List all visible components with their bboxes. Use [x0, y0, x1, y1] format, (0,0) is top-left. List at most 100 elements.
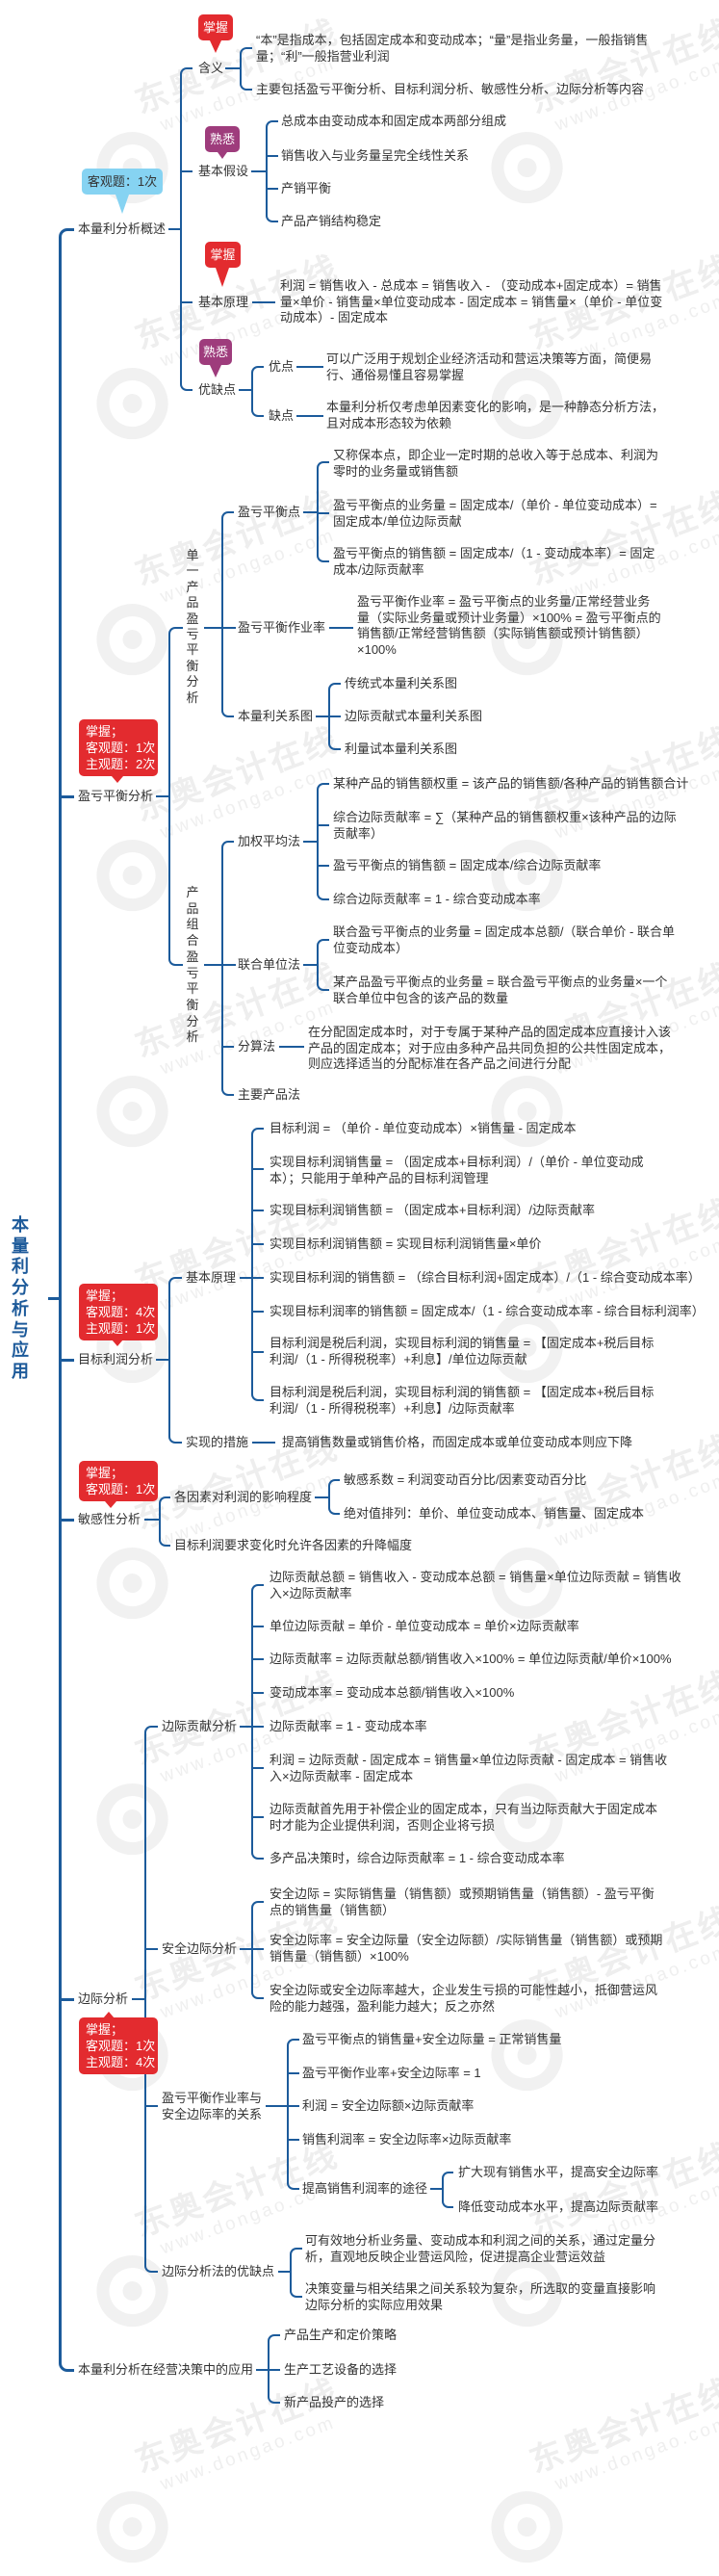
leaf-formula: 实现目标利润销售量 = （固定成本+目标利润）/（单价 - 单位变动成 本）；只… [270, 1155, 644, 1185]
leaf-note: 绝对值排列：单价、单位变动成本、销售量、固定成本 [344, 1506, 645, 1521]
branch-stub [251, 1277, 264, 1279]
branch-bracket [221, 511, 234, 717]
leaf-note: 边际贡献首先用于补偿企业的固定成本，只有当边际贡献大于固定成本 时才能为企业提供… [270, 1802, 658, 1833]
connector-line [296, 366, 323, 368]
watermark-logo-icon [87, 2245, 178, 2337]
branch-bracket [287, 2039, 299, 2190]
topic-basic-principle: 基本原理 [198, 295, 249, 309]
badge-master-frequency: 掌握； 客观题：4次 主观题：1次 [79, 1284, 158, 1340]
leaf-formula: 边际贡献总额 = 销售收入 - 变动成本总额 = 销售量×单位边际贡献 = 销售… [270, 1570, 681, 1600]
watermark-logo-icon [87, 593, 178, 686]
connector-line [303, 841, 318, 843]
topic-sensitivity-analysis: 敏感性分析 [78, 1512, 141, 1526]
connector-line [156, 1359, 170, 1361]
watermark-logo-icon [87, 1537, 178, 1629]
branch-bracket [251, 1901, 264, 1999]
connector-line [303, 511, 318, 513]
topic-cvp-decision-application: 本量利分析在经营决策中的应用 [78, 2362, 254, 2377]
leaf-formula: 目标利润是税后利润，实现目标利润的销售额 = 【固定成本+税后目标 利润/（1 … [270, 1385, 655, 1416]
leaf-formula: 安全边际率 = 安全边际量（安全边际额）/实际销售量（销售额）或预期 销售量（销… [270, 1933, 663, 1964]
watermark-logo-icon [481, 2481, 573, 2573]
leaf-note: 扩大现有销售水平，提高安全边际率 [458, 2165, 659, 2179]
connector-line [204, 964, 236, 966]
leaf-formula: 综合边际贡献率 = 1 - 综合变动成本率 [333, 892, 541, 906]
leaf-note: 可有效地分析业务量、变动成本和利润之间的关系，通过定量分 析，直观地反映企业营运… [305, 2233, 656, 2264]
leaf-note: 生产工艺设备的选择 [284, 2362, 398, 2377]
topic-allocation-method: 分算法 [238, 1039, 276, 1054]
badge-pointer [112, 776, 123, 783]
leaf-formula: 实现目标利润销售额 = 实现目标利润销售量×单价 [270, 1236, 542, 1251]
branch-bracket [240, 47, 252, 91]
watermark-logo-icon [87, 829, 178, 922]
branch-stub [287, 2139, 299, 2141]
leaf-formula: 盈亏平衡作业率+安全边际率 = 1 [302, 2066, 481, 2080]
topic-contribution-margin-analysis: 边际贡献分析 [162, 1719, 238, 1733]
watermark-site: www.dongao.com [552, 2412, 719, 2495]
connector-line [256, 2369, 269, 2371]
leaf-formula: 目标利润 = （单价 - 单位变动成本）×销售量 - 固定成本 [270, 1121, 577, 1135]
branch-bracket [317, 783, 329, 900]
branch-stub [251, 1726, 264, 1728]
watermark-brand: 东奥会计在线 [130, 720, 345, 829]
topic-allowed-factor-range: 目标利润要求变化时允许各因素的升降幅度 [174, 1538, 413, 1552]
leaf-formula: 变动成本率 = 变动成本总额/销售收入×100% [270, 1685, 515, 1700]
badge-master-frequency: 掌握； 客观题：1次 主观题：2次 [79, 719, 158, 776]
topic-marginal-method-pros-cons: 边际分析法的优缺点 [162, 2264, 275, 2278]
branch-stub [317, 824, 329, 826]
leaf-note: 新产品投产的选择 [284, 2395, 385, 2409]
leaf-formula: 边际贡献率 = 1 - 变动成本率 [270, 1719, 427, 1733]
main-branch-stub [59, 1518, 74, 1522]
leaf-note: 销售收入与业务量呈完全线性关系 [281, 148, 470, 163]
leaf-formula: 销售利润率 = 安全边际率×边际贡献率 [302, 2132, 512, 2147]
watermark-logo-icon [481, 2009, 573, 2101]
topic-ways-to-raise-profit-margin: 提高销售利润率的途径 [302, 2181, 428, 2196]
branch-bracket [159, 1496, 170, 1547]
leaf-note: 利量试本量利关系图 [345, 742, 458, 756]
connector-line [156, 795, 170, 797]
badge-master-frequency: 掌握； 客观题：1次 [79, 1461, 158, 1501]
topic-cvp-overview: 本量利分析概述 [78, 221, 167, 236]
connector-line [251, 170, 267, 172]
branch-bracket [251, 1128, 264, 1401]
badge-pointer [218, 152, 227, 159]
topic-cons: 缺点 [269, 408, 295, 423]
branch-bracket [251, 1584, 264, 1860]
leaf-note: 降低变动成本水平，提高边际贡献率 [458, 2199, 659, 2214]
connector-line [279, 1046, 304, 1048]
leaf-formula: 目标利润是税后利润，实现目标利润的销售量 = 【固定成本+税后目标 利润/（1 … [270, 1336, 655, 1366]
branch-bracket [221, 841, 234, 1096]
root-connector [48, 1296, 61, 1300]
branch-bracket [442, 2172, 453, 2208]
branch-stub [317, 512, 329, 514]
badge-master: 掌握 [198, 14, 233, 40]
main-branch-stub [59, 1997, 74, 2001]
badge-pointer [112, 1340, 123, 1346]
branch-stub [251, 1767, 264, 1769]
badge-pointer [116, 195, 129, 214]
main-branch-stub [59, 1358, 74, 1362]
leaf-note: 可以广泛用于规划企业经济活动和营运决策等方面，简便易 行、通俗易懂且容易掌握 [326, 351, 653, 382]
branch-bracket [317, 939, 329, 991]
badge-pointer [103, 2012, 115, 2018]
leaf-formula: 某种产品的销售额权重 = 该产品的销售额/各种产品的销售额合计 [333, 776, 689, 791]
leaf-formula: 利润 = 边际贡献 - 固定成本 = 销售量×单位边际贡献 - 固定成本 = 销… [270, 1753, 668, 1783]
leaf-note: 边际贡献式本量利关系图 [345, 709, 483, 723]
branch-stub [251, 1816, 264, 1818]
leaf-formula: 盈亏平衡点的销售量+安全边际量 = 正常销售量 [302, 2032, 562, 2046]
leaf-note: 提高销售数量或销售价格，而固定成本或单位变动成本则应下降 [282, 1435, 633, 1449]
badge-pointer [216, 268, 229, 287]
leaf-note: 又称保本点，即企业一定时期的总收入等于总成本、利润为 零时的业务量或销售额 [333, 448, 659, 479]
leaf-note: 传统式本量利关系图 [345, 676, 458, 690]
topic-meaning: 含义 [198, 61, 224, 75]
connector-line [225, 67, 241, 69]
branch-stub [266, 188, 278, 190]
connector-line [144, 1519, 161, 1521]
branch-bracket [168, 1277, 182, 1444]
branch-stub [268, 2369, 280, 2371]
leaf-note: 本量利分析仅考虑单因素变化的影响，是一种静态分析方法， 且对成本形态较为依赖 [326, 400, 665, 430]
topic-factor-impact: 各因素对利润的影响程度 [174, 1490, 313, 1504]
watermark-site: www.dongao.com [157, 2412, 339, 2495]
branch-bracket [328, 1479, 340, 1515]
